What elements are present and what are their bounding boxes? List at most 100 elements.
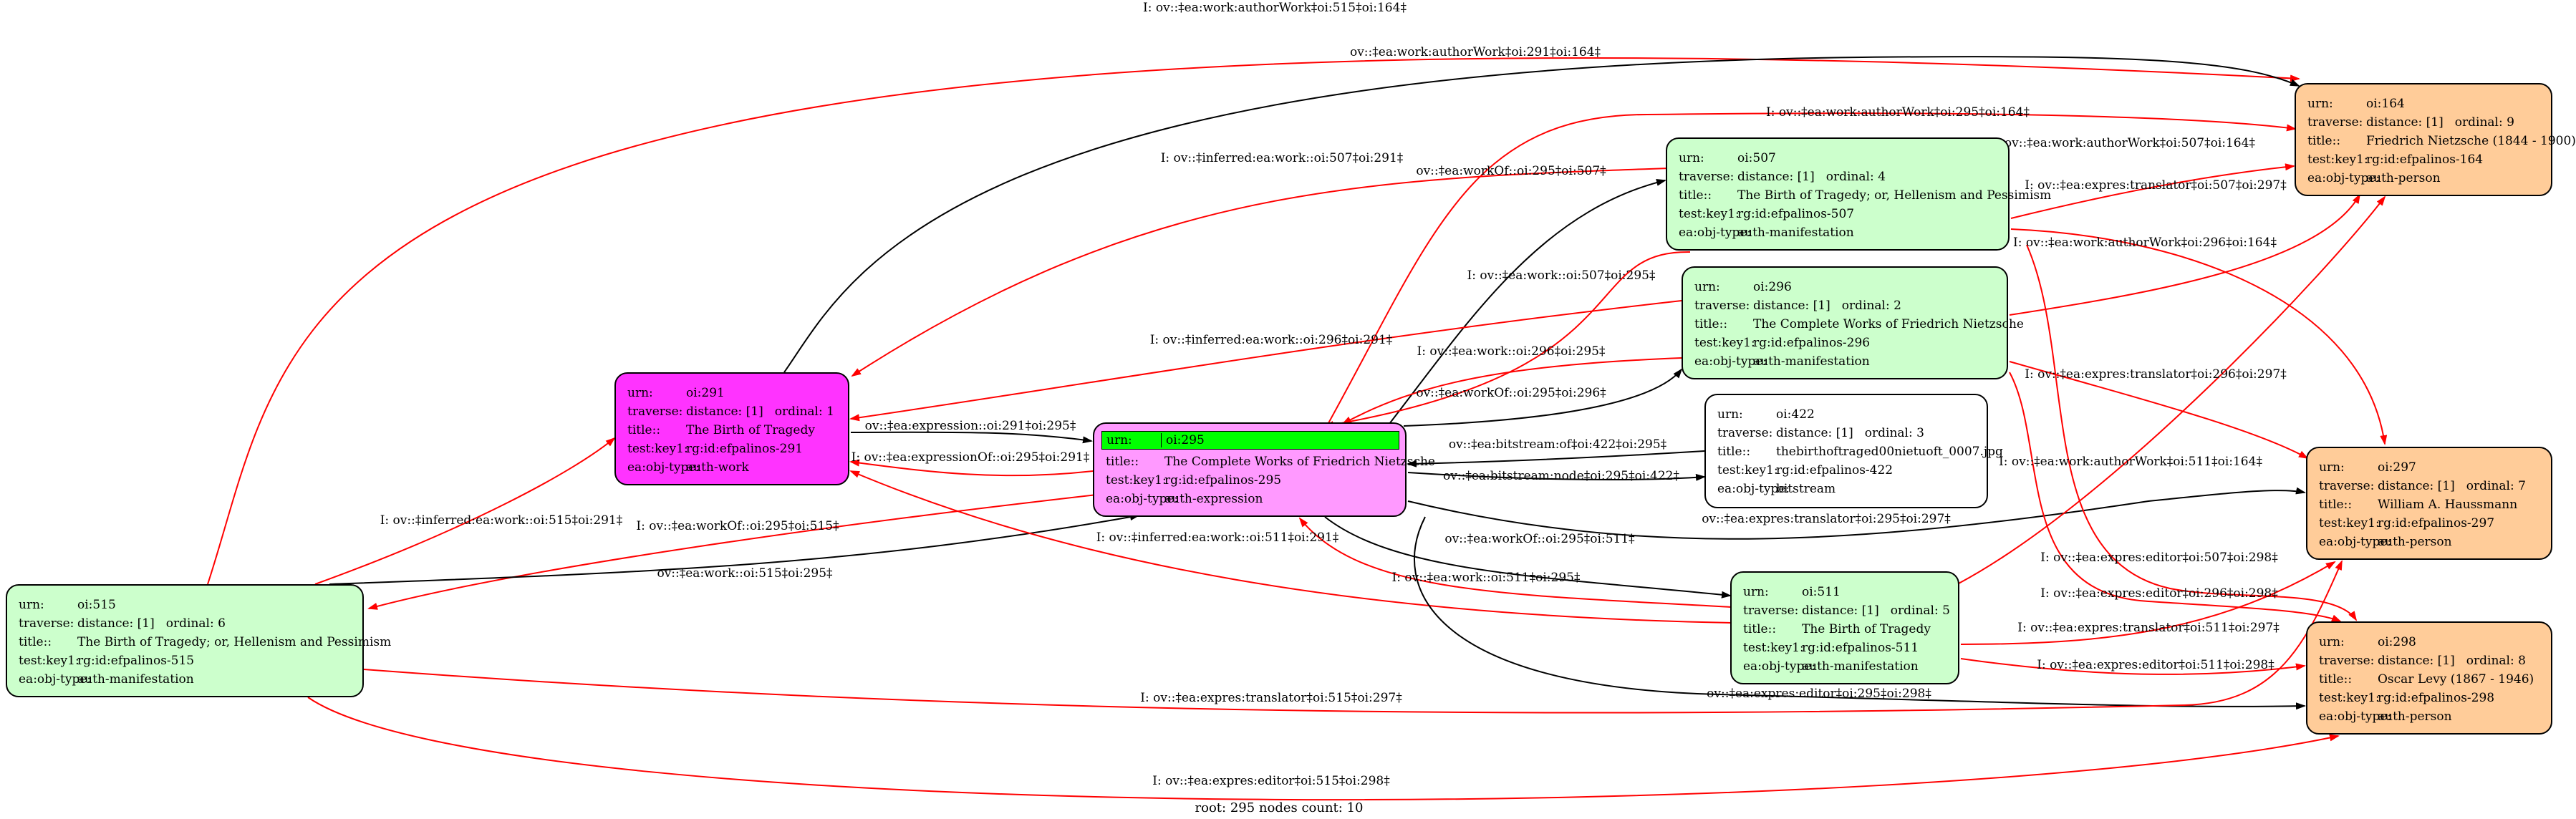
node-objtype-row: ea:obj-type:auth-manifestation: [1679, 223, 1999, 242]
edge-label-295-515: I: ov::‡ea:workOf::oi:295‡oi:515‡: [636, 519, 839, 533]
node-title-key: title::: [627, 423, 661, 437]
node-title-key: title::: [19, 635, 52, 649]
node-traverse-row: traverse:distance: [1]ordinal: 1: [627, 402, 839, 421]
node-objtype-value: auth-work: [686, 460, 749, 475]
node-testkey-row: test:key1:rg:id:efpalinos-297: [2319, 514, 2542, 533]
edge-label-507-297: I: ov::‡ea:expres:translator‡oi:507‡oi:2…: [2025, 178, 2287, 193]
node-traverse-value: distance: [1]ordinal: 7: [2378, 479, 2526, 493]
node-ordinal: ordinal: 1: [774, 404, 834, 419]
node-urn-row: urn:oi:164: [2307, 94, 2542, 113]
node-ordinal: ordinal: 5: [1890, 604, 1950, 618]
edge-label-511-295: I: ov::‡ea:work::oi:511‡oi:295‡: [1392, 571, 1581, 585]
node-title-key: title::: [1694, 317, 1728, 331]
node-title-row: title::William A. Haussmann: [2319, 495, 2542, 514]
node-distance: distance: [1]: [2378, 654, 2455, 668]
node-traverse-value: distance: [1] ordinal: 8: [2378, 654, 2526, 668]
edge-511-297: [1960, 561, 2336, 645]
node-objtype-key: ea:obj-type:: [2307, 171, 2380, 185]
node-testkey-value: rg:id:efpalinos-507: [1737, 207, 1855, 221]
node-urn-value: oi:297: [2378, 460, 2416, 475]
edge-label-295-422: ov::‡ea:bitstream:node‡oi:295‡oi:422‡: [1443, 469, 1679, 483]
node-title-key: title::: [1679, 188, 1712, 203]
node-objtype-row: ea:obj-type:bitstream: [1717, 480, 1978, 498]
edge-label-296-298: I: ov::‡ea:expres:editor‡oi:296‡oi:298‡: [2040, 586, 2278, 601]
node-traverse-key: traverse:: [2319, 479, 2375, 493]
node-urn-row: urn:oi:298: [2319, 633, 2542, 651]
edge-label-507-295: I: ov::‡ea:work::oi:507‡oi:295‡: [1467, 268, 1656, 283]
node-objtype-value: auth-manifestation: [1753, 354, 1870, 369]
edge-291-164: [783, 56, 2300, 373]
node-urn-key: urn:: [2307, 97, 2333, 111]
node-ordinal: ordinal: 7: [2466, 479, 2526, 493]
node-objtype-key: ea:obj-type:: [1717, 482, 1790, 496]
node-urn-key: urn:: [627, 386, 653, 400]
node-testkey-value: rg:id:efpalinos-515: [77, 654, 195, 668]
node-urn-row: urn:oi:295: [1101, 431, 1399, 450]
node-ordinal: ordinal: 6: [165, 616, 226, 631]
edge-422-295: [1407, 450, 1705, 467]
edge-296-295: [1341, 357, 1682, 425]
node-testkey-row: test:key1:rg:id:efpalinos-511: [1743, 639, 1949, 657]
edge-296-291: [849, 300, 1682, 422]
node-objtype-key: ea:obj-type:: [1106, 492, 1179, 506]
edge-515-298: [307, 697, 2340, 801]
edge-label-295-511: ov::‡ea:workOf::oi:295‡oi:511‡: [1444, 532, 1635, 546]
edge-label-291-164: ov::‡ea:work:authorWork‡oi:291‡oi:164‡: [1350, 45, 1601, 59]
edge-label-296-295: I: ov::‡ea:work::oi:296‡oi:295‡: [1417, 344, 1606, 359]
node-testkey-row: test:key1:rg:id:efpalinos-291: [627, 440, 839, 458]
node-objtype-value: bitstream: [1776, 482, 1836, 496]
node-title-value: The Complete Works of Friedrich Nietzsch…: [1164, 455, 1435, 469]
node-title-key: title::: [1106, 455, 1139, 469]
node-traverse-key: traverse:: [1694, 299, 1750, 313]
edge-label-515-164: I: ov::‡ea:work:authorWork‡oi:515‡oi:164…: [1143, 1, 1407, 15]
node-objtype-row: ea:obj-type:auth-manifestation: [1743, 657, 1949, 676]
node-testkey-key: test:key1:: [627, 442, 688, 456]
node-title-value: The Birth of Tragedy; or, Hellenism and …: [77, 635, 392, 649]
edge-515-164: [207, 57, 2300, 585]
edge-label-511-297: I: ov::‡ea:expres:translator‡oi:511‡oi:2…: [2017, 621, 2280, 635]
node-traverse-key: traverse:: [19, 616, 74, 631]
node-traverse-key: traverse:: [1743, 604, 1799, 618]
node-traverse-row: traverse:distance: [1]ordinal: 3: [1717, 424, 1978, 442]
edge-507-298: [2026, 244, 2358, 621]
edge-295-515: [367, 493, 1104, 610]
node-urn-key: urn:: [2319, 460, 2345, 475]
edge-label-296-164: I: ov::‡ea:work:authorWork‡oi:296‡oi:164…: [2013, 236, 2277, 250]
edge-507-291: [851, 168, 1669, 377]
node-title-value: Friedrich Nietzsche (1844 - 1900): [2366, 134, 2576, 148]
node-objtype-value: auth-person: [2366, 171, 2441, 185]
node-urn-key: urn:: [1679, 151, 1704, 165]
node-objtype-key: ea:obj-type:: [2319, 709, 2392, 724]
node-urn-value: oi:295: [1166, 433, 1205, 447]
node-ordinal: ordinal: 9: [2454, 115, 2514, 130]
node-objtype-value: auth-person: [2378, 535, 2452, 549]
edge-label-295-507: ov::‡ea:workOf::oi:295‡oi:507‡: [1416, 164, 1606, 178]
node-testkey-row: test:key1:rg:id:efpalinos-164: [2307, 150, 2542, 169]
edge-label-515-298: I: ov::‡ea:expres:editor‡oi:515‡oi:298‡: [1152, 774, 1390, 788]
edge-295-164: [1324, 112, 2297, 430]
node-testkey-row: test:key1:rg:id:efpalinos-422: [1717, 461, 1978, 480]
edge-507-295: [1323, 251, 1691, 428]
node-traverse-key: traverse:: [1717, 426, 1773, 440]
node-objtype-value: auth-expression: [1164, 492, 1263, 506]
node-urn-value: oi:298: [2378, 635, 2416, 649]
node-traverse-row: traverse:distance: [1]ordinal: 2: [1694, 296, 1998, 315]
node-ordinal: ordinal: 8: [2466, 654, 2526, 668]
node-traverse-value: distance: [1]ordinal: 3: [1776, 426, 1924, 440]
node-urn-key: urn:: [19, 598, 44, 612]
edge-511-291: [849, 470, 1732, 624]
node-distance: distance: [1]: [2366, 115, 2444, 130]
node-objtype-row: ea:obj-type:auth-manifestation: [1694, 352, 1998, 371]
node-testkey-value: rg:id:efpalinos-422: [1776, 463, 1894, 478]
node-objtype-row: ea:obj-type:auth-person: [2307, 169, 2542, 188]
